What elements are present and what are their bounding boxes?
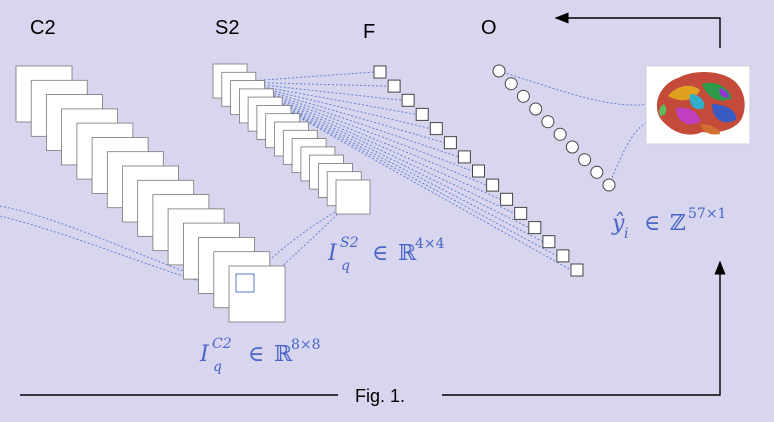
o-node [529, 102, 543, 116]
output-annotation: ŷ i ∈ ℤ 57×1 [611, 206, 726, 242]
o-layer-nodes [492, 64, 616, 192]
o-node [590, 165, 604, 179]
svg-text:q: q [213, 359, 222, 375]
svg-text:S2: S2 [340, 235, 359, 251]
s2-label: S2 [215, 17, 239, 39]
svg-text:∈: ∈ [248, 342, 264, 367]
c2-annotation: I C2 q ∈ ℝ 8×8 [199, 336, 321, 375]
top-return-arrow [554, 12, 721, 48]
svg-text:I: I [327, 241, 338, 266]
brain-image [645, 65, 751, 145]
svg-text:∈: ∈ [644, 211, 660, 236]
svg-text:ℝ: ℝ [274, 342, 293, 367]
f-node [443, 136, 457, 150]
svg-text:C2: C2 [212, 336, 232, 352]
f-node [570, 263, 584, 277]
o-node [602, 178, 616, 192]
svg-text:57×1: 57×1 [688, 206, 726, 222]
figure-caption: Fig. 1. [355, 386, 405, 406]
f-node [429, 122, 443, 136]
svg-text:q: q [341, 258, 350, 274]
o-node [504, 77, 518, 91]
o-node [492, 64, 506, 78]
f-node [528, 221, 542, 235]
o-node [516, 89, 530, 103]
o-node [578, 153, 592, 167]
f-connection [235, 81, 515, 214]
f-connection [235, 81, 529, 228]
o-label: O [481, 17, 497, 39]
c2-label: C2 [30, 17, 56, 39]
f-node [457, 150, 471, 164]
s2-annotation: I S2 q ∈ ℝ 4×4 [327, 235, 445, 274]
svg-text:∈: ∈ [372, 241, 388, 266]
f-node [373, 65, 387, 79]
f-layer-nodes [373, 65, 584, 277]
svg-text:I: I [199, 342, 210, 367]
f-label: F [363, 21, 375, 43]
svg-text:ŷ: ŷ [611, 211, 625, 236]
c2-feature-map [228, 265, 286, 323]
f-node [500, 192, 514, 206]
o-connection [498, 70, 651, 106]
f-node [486, 178, 500, 192]
c2-feature-map-stack [15, 65, 286, 323]
o-node [565, 140, 579, 154]
s2-feature-map [335, 179, 371, 215]
f-node [415, 107, 429, 121]
f-connection [235, 81, 417, 115]
f-node [542, 235, 556, 249]
f-connection [235, 71, 375, 83]
o-node [541, 115, 555, 129]
o-node [553, 127, 567, 141]
o-connection [608, 119, 651, 186]
f-node [401, 93, 415, 107]
svg-text:4×4: 4×4 [415, 236, 445, 252]
f-node [556, 249, 570, 263]
input-connection [0, 215, 237, 293]
bottom-input-arrow [442, 260, 726, 396]
c2-receptive-patch [235, 273, 255, 293]
svg-text:8×8: 8×8 [291, 337, 321, 353]
svg-text:ℤ: ℤ [670, 211, 686, 236]
svg-text:i: i [624, 226, 628, 242]
f-node [387, 79, 401, 93]
f-node [514, 206, 528, 220]
s2-feature-map-stack [212, 63, 371, 215]
f-connection [235, 81, 459, 158]
f-node [472, 164, 485, 178]
svg-text:ℝ: ℝ [398, 241, 417, 266]
